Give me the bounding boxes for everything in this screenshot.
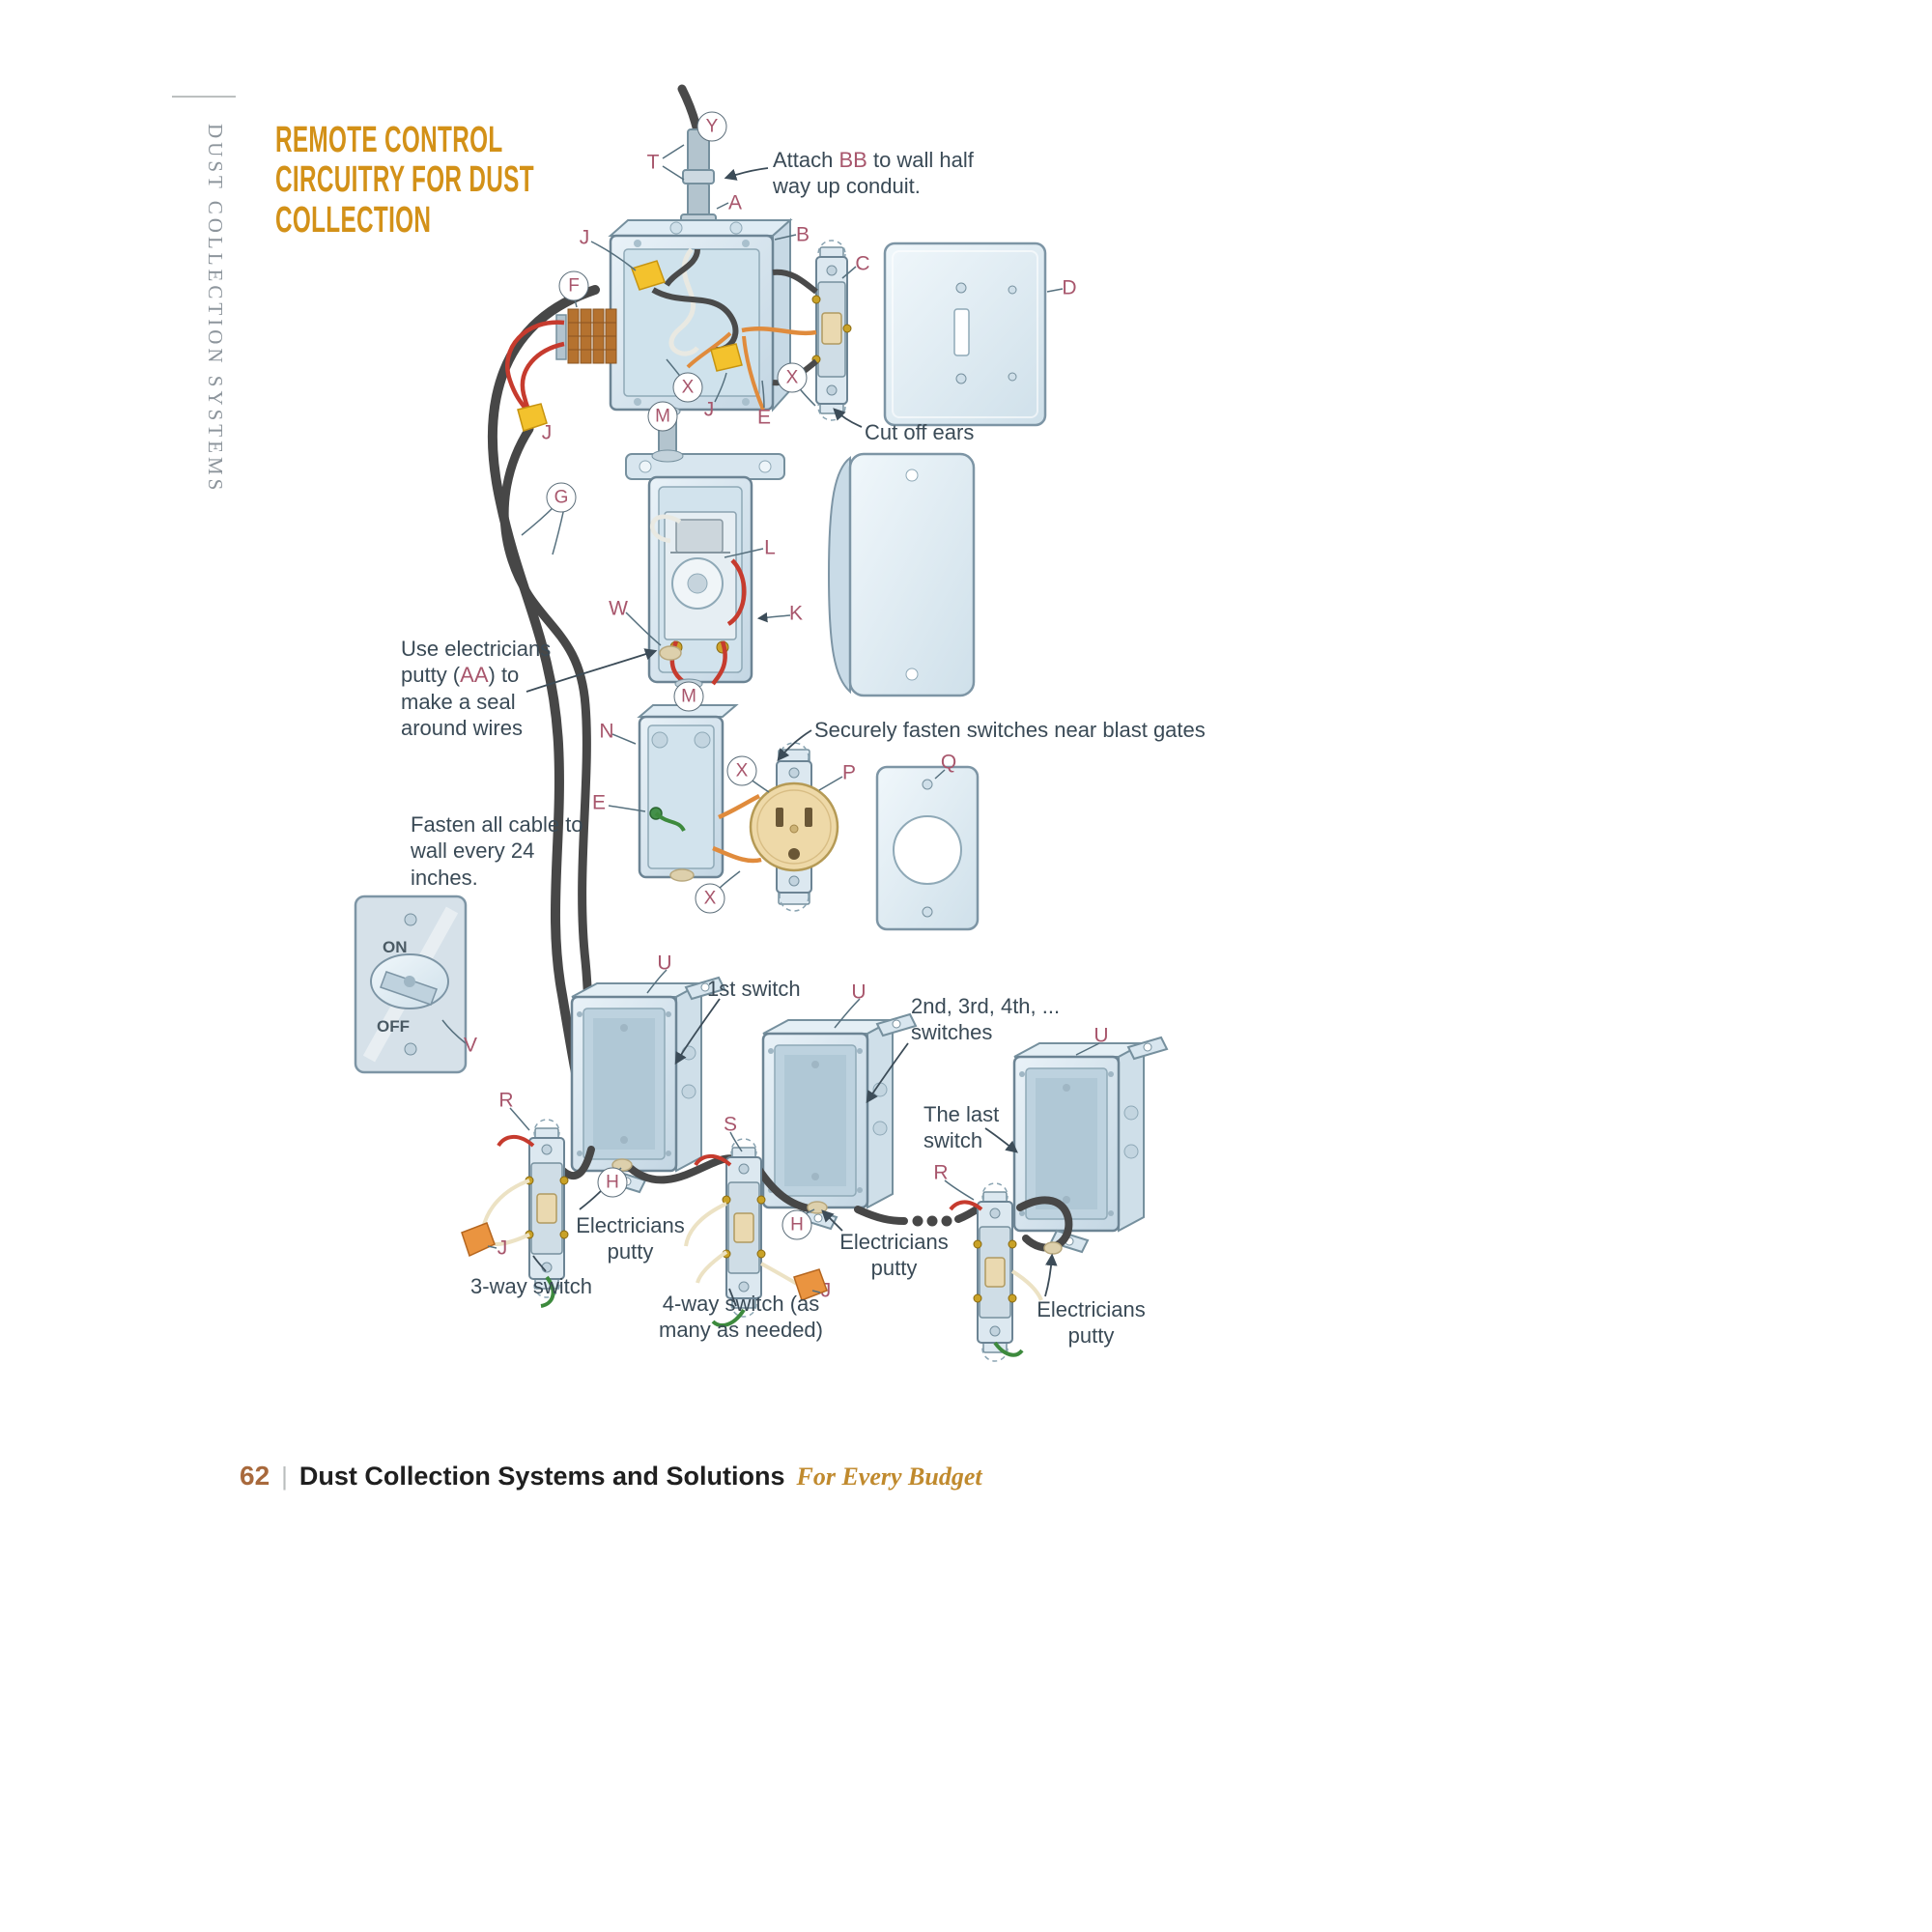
putty-blob: [1043, 1241, 1063, 1255]
toggle-switch-c: [741, 240, 852, 421]
putty-blob: [659, 645, 682, 661]
handy-box: [637, 704, 762, 882]
annotation-leaders: [526, 167, 1058, 1307]
switch-box-3: [1012, 1036, 1169, 1254]
margin-rule: [172, 96, 236, 98]
putty-blob: [611, 1158, 633, 1172]
relay-box: [647, 475, 753, 722]
receptacle: [749, 742, 839, 912]
wire-nut-orange: [793, 1268, 828, 1301]
page-title-line: COLLECTION: [275, 199, 432, 241]
box-cover: [827, 452, 976, 697]
top-conduit: [677, 84, 717, 236]
chapter-side-label: DUST COLLECTION SYSTEMS: [204, 124, 227, 495]
footer-separator: |: [281, 1462, 288, 1491]
three-way-switch: [461, 1119, 569, 1308]
on-label: ON: [383, 938, 408, 956]
page-title: REMOTE CONTROL CIRCUITRY FOR DUST COLLEC…: [275, 121, 680, 240]
putty-blob: [669, 868, 695, 882]
page-number: 62: [240, 1461, 270, 1491]
page-title-line: REMOTE CONTROL: [275, 120, 503, 161]
last-switch: [949, 1182, 1063, 1362]
wire-nut-orange: [461, 1222, 496, 1258]
wire-nut-yellow: [710, 343, 743, 372]
wire-nut-yellow: [631, 260, 666, 291]
on-off-switch-plate: ON OFF: [354, 895, 468, 1074]
upper-conduit: [625, 409, 785, 480]
wire-nut-yellow: [517, 403, 548, 432]
off-label: OFF: [377, 1017, 410, 1036]
double-wall-plate: [883, 242, 1047, 427]
junction-box: [608, 217, 793, 417]
round-wall-plate: [875, 765, 980, 931]
book-tagline: For Every Budget: [796, 1463, 982, 1491]
page-footer: 62 | Dust Collection Systems and Solutio…: [240, 1461, 982, 1492]
transformer: [505, 308, 617, 432]
book-title: Dust Collection Systems and Solutions: [298, 1462, 785, 1491]
page-title-line: CIRCUITRY FOR DUST: [275, 159, 534, 201]
